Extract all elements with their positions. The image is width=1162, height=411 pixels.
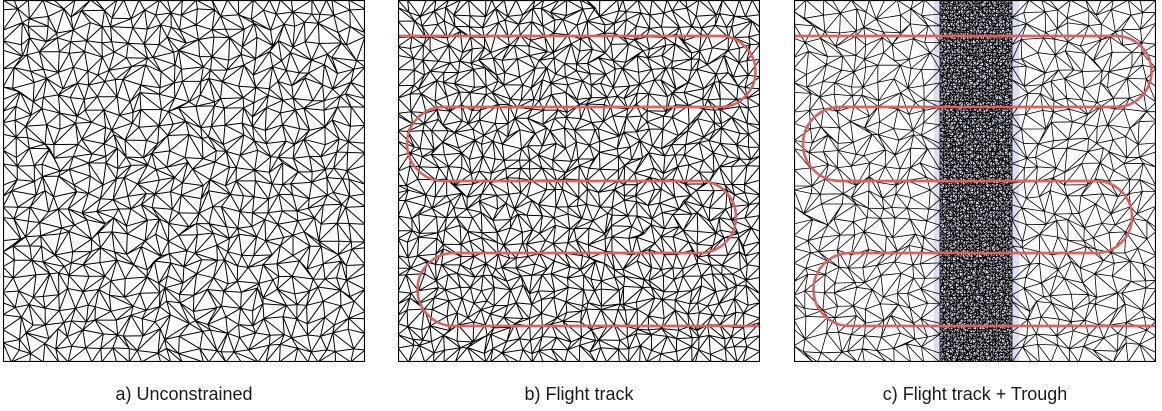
mesh-unconstrained (3, 0, 365, 362)
caption-flight-track-trough: c) Flight track + Trough (794, 383, 1156, 405)
flight-track-line (398, 36, 760, 326)
mesh-flight-track-trough (794, 0, 1156, 362)
caption-unconstrained: a) Unconstrained (3, 383, 365, 405)
panel-flight-track-trough: c) Flight track + Trough (794, 0, 1156, 411)
mesh-flight-track (398, 0, 760, 362)
panel-flight-track: b) Flight track (398, 0, 760, 411)
caption-flight-track: b) Flight track (398, 383, 760, 405)
mesh-triangles (3, 0, 365, 362)
panel-unconstrained: a) Unconstrained (3, 0, 365, 411)
mesh-edges (3, 0, 365, 362)
